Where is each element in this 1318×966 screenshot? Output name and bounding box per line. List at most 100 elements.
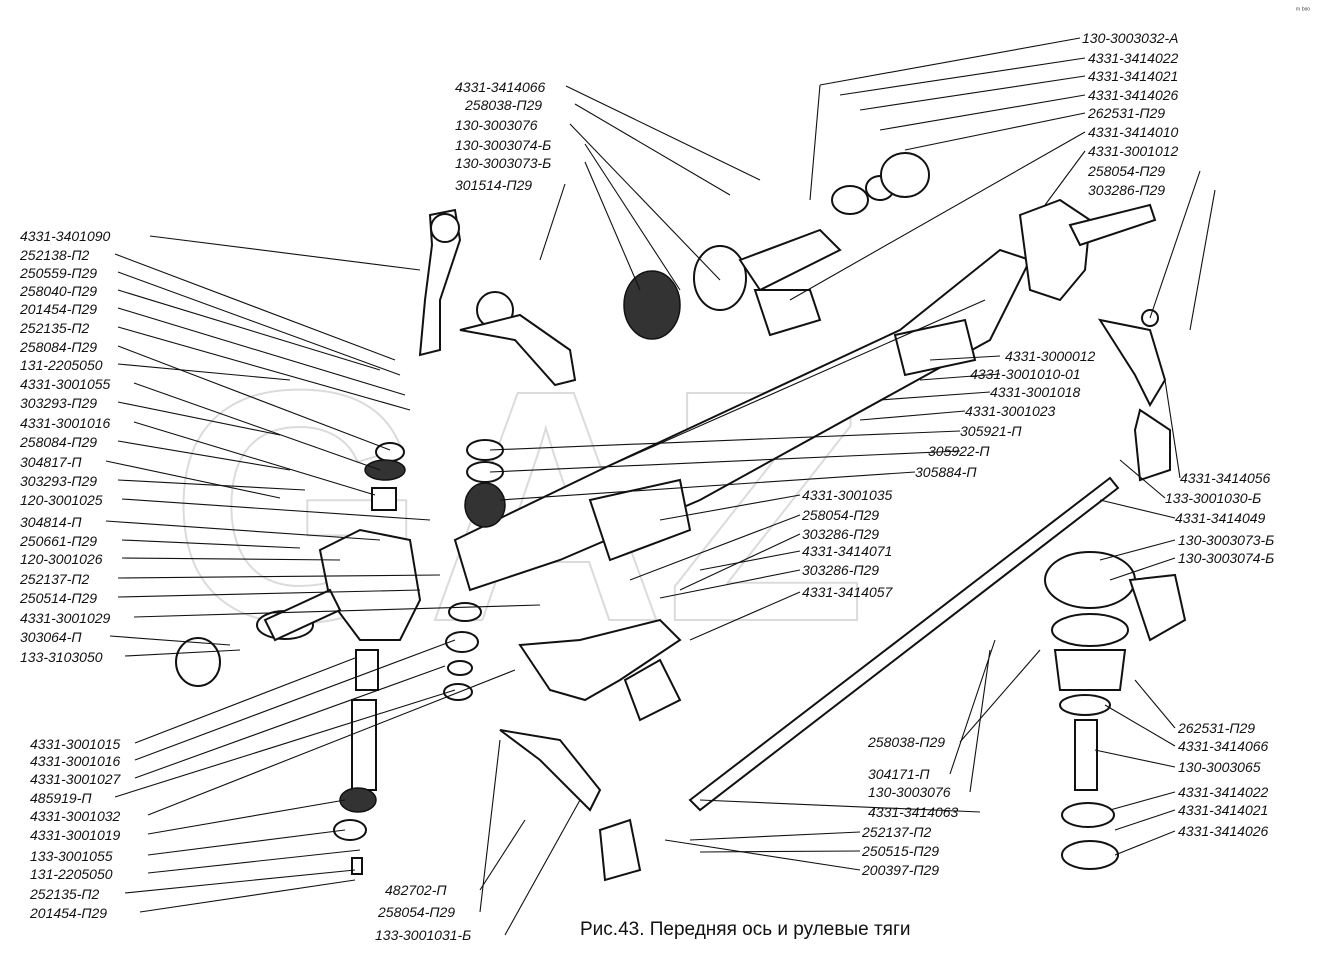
part-label: 258038-П29 [464, 97, 542, 113]
part-label: 303286-П29 [802, 562, 879, 578]
right-wheel-hub-assembly [1044, 551, 1187, 870]
part-label: 4331-3414010 [1088, 124, 1179, 140]
part-label: 485919-П [30, 790, 92, 806]
part-label: 130-3003073-Б [455, 155, 551, 171]
part-label: 4331-3414071 [802, 543, 892, 559]
part-label: 303286-П29 [1088, 182, 1165, 198]
corner-mark: ᵐ ᵇᵒᵒ [1296, 7, 1310, 14]
part-label: 252138-П2 [19, 247, 90, 263]
right-tie-rod-end [1097, 309, 1171, 482]
part-label: 201454-П29 [29, 905, 107, 921]
part-label: 4331-3414066 [1178, 738, 1269, 754]
labels-bottom-center: 258038-П29 304171-П 130-3003076 4331-341… [861, 734, 959, 878]
part-label: 4331-3001012 [1088, 143, 1179, 159]
part-label: 130-3003073-Б [1178, 532, 1274, 548]
part-label: 4331-3414049 [1175, 510, 1266, 526]
part-label: 262531-П29 [1087, 105, 1165, 121]
right-steering-knuckle [1018, 198, 1157, 302]
part-label: 4331-3414021 [1178, 802, 1268, 818]
part-label: 4331-3001055 [20, 376, 111, 392]
labels-center-right: 4331-3000012 4331-3001010-01 4331-300101… [915, 348, 1096, 480]
part-label: 4331-3001032 [30, 808, 121, 824]
part-label: 250515-П29 [861, 843, 939, 859]
labels-center: 4331-3001035 258054-П29 303286-П29 4331-… [801, 487, 894, 600]
part-label: 4331-3001015 [30, 736, 121, 752]
part-label: 301514-П29 [455, 177, 532, 193]
part-label: 4331-3001035 [802, 487, 893, 503]
part-label: 130-3003065 [1178, 759, 1261, 775]
labels-bottom-left: 482702-П 258054-П29 133-3001031-Б [375, 882, 471, 943]
part-label: 303293-П29 [20, 395, 97, 411]
part-label: 252135-П2 [29, 886, 100, 902]
part-label: 258054-П29 [377, 904, 455, 920]
part-label: 252137-П2 [861, 824, 932, 840]
leader-lines [105, 37, 1216, 936]
part-label: 305884-П [915, 464, 977, 480]
part-label: 133-3103050 [20, 649, 103, 665]
part-label: 133-3001031-Б [375, 927, 471, 943]
part-label: 131-2205050 [20, 357, 103, 373]
part-label: 252135-П2 [19, 320, 90, 336]
part-label: 4331-3414026 [1178, 823, 1269, 839]
part-label: 4331-3414063 [868, 804, 959, 820]
part-label: 258040-П29 [19, 283, 97, 299]
part-label: 201454-П29 [19, 301, 97, 317]
kingpin-assembly [333, 649, 379, 875]
part-label: 4331-3414022 [1088, 50, 1179, 66]
part-label: 4331-3001018 [990, 384, 1081, 400]
labels-right-top: 130-3003032-А 4331-3414022 4331-3414021 … [1082, 30, 1179, 198]
part-label: 305922-П [928, 443, 990, 459]
washers-stack [364, 439, 506, 701]
part-label: 133-3001030-Б [1165, 490, 1261, 506]
part-label: 262531-П29 [1177, 720, 1255, 736]
labels-top-center: 4331-3414066 258038-П29 130-3003076 130-… [455, 79, 551, 193]
part-label: 258054-П29 [1087, 163, 1165, 179]
lower-drag-link [499, 618, 682, 882]
part-label: 303286-П29 [802, 526, 879, 542]
pitman-arm [418, 208, 462, 357]
tie-rod [688, 476, 1120, 812]
part-label: 258038-П29 [867, 734, 945, 750]
part-label: 250661-П29 [19, 533, 97, 549]
drag-link-upper [459, 291, 577, 387]
part-label: 252137-П2 [19, 571, 90, 587]
part-label: 482702-П [385, 882, 447, 898]
part-label: 4331-3414057 [802, 584, 894, 600]
part-label: 120-3001026 [20, 551, 103, 567]
part-label: 250514-П29 [19, 590, 97, 606]
part-label: 303293-П29 [20, 473, 97, 489]
part-label: 4331-3001010-01 [970, 366, 1081, 382]
part-label: 130-3003076 [868, 784, 951, 800]
figure-caption: Рис.43. Передняя ось и рулевые тяги [580, 919, 911, 940]
part-label: 4331-3414021 [1088, 68, 1178, 84]
part-label: 258084-П29 [19, 339, 97, 355]
part-label: 4331-3001029 [20, 610, 111, 626]
part-label: 130-3003032-А [1082, 30, 1179, 46]
part-label: 304171-П [868, 766, 930, 782]
part-label: 4331-3401090 [20, 228, 111, 244]
part-label: 303064-П [20, 629, 82, 645]
part-label: 130-3003074-Б [1178, 550, 1274, 566]
left-steering-knuckle [175, 528, 422, 687]
part-label: 305921-П [960, 423, 1022, 439]
part-label: 130-3003076 [455, 117, 538, 133]
part-label: 133-3001055 [30, 848, 113, 864]
part-label: 4331-3414026 [1088, 87, 1179, 103]
part-label: 4331-3001016 [20, 415, 111, 431]
part-label: 131-2205050 [30, 866, 113, 882]
part-label: 258084-П29 [19, 434, 97, 450]
part-label: 4331-3001019 [30, 827, 121, 843]
labels-right-mid: 4331-3414056 133-3001030-Б 4331-3414049 … [1165, 470, 1274, 566]
part-label: 4331-3414022 [1178, 784, 1269, 800]
part-label: 200397-П29 [861, 862, 939, 878]
part-label: 304814-П [20, 514, 82, 530]
part-label: 250559-П29 [19, 265, 97, 281]
part-label: 120-3001025 [20, 492, 103, 508]
part-label: 4331-3414066 [455, 79, 546, 95]
part-label: 4331-3001023 [965, 403, 1056, 419]
part-label: 4331-3000012 [1005, 348, 1096, 364]
part-label: 258054-П29 [801, 507, 879, 523]
part-label: 4331-3001016 [30, 753, 121, 769]
part-label: 4331-3414056 [1180, 470, 1271, 486]
tie-rod-end-assembly [623, 152, 930, 340]
